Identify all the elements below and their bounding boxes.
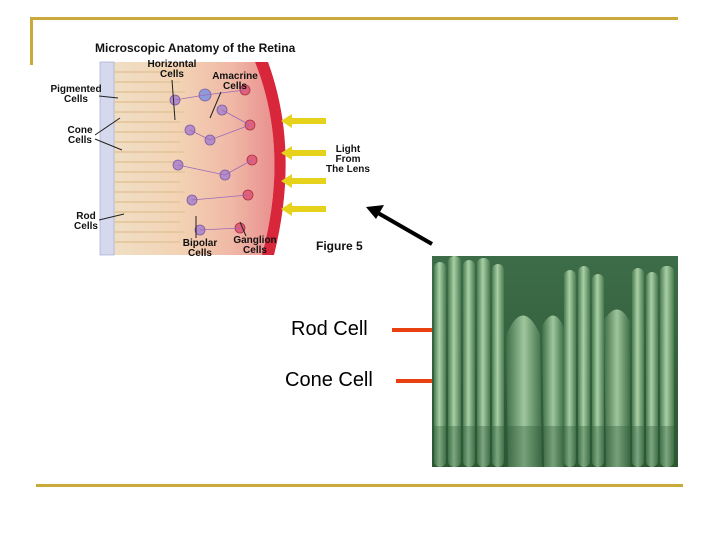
figure-label: Figure 5 — [316, 239, 363, 253]
light-arrow — [281, 146, 326, 160]
bottom-rule — [36, 484, 683, 487]
pointer-lines — [94, 79, 247, 238]
neuron-fibers — [174, 89, 253, 231]
cone-shapes — [506, 309, 630, 467]
top-rule — [30, 17, 678, 20]
micrograph-photo — [432, 256, 678, 467]
nerve-fiber-layer — [255, 62, 286, 255]
light-arrows — [281, 114, 326, 216]
rod-fibers — [434, 256, 674, 467]
light-arrow — [281, 202, 326, 216]
black-pointer-arrow — [377, 211, 433, 246]
diagram-title: Microscopic Anatomy of the Retina — [95, 41, 296, 55]
light-arrow — [281, 174, 326, 188]
rod-cell-label: Rod Cell — [291, 318, 368, 340]
pigmented-layer — [99, 61, 115, 256]
photoreceptor-rows — [115, 71, 185, 243]
left-rule — [30, 17, 33, 65]
retina-tissue — [100, 62, 275, 255]
light-arrow — [281, 114, 326, 128]
cone-cell-label: Cone Cell — [285, 369, 373, 391]
black-pointer-arrowhead — [366, 205, 384, 219]
